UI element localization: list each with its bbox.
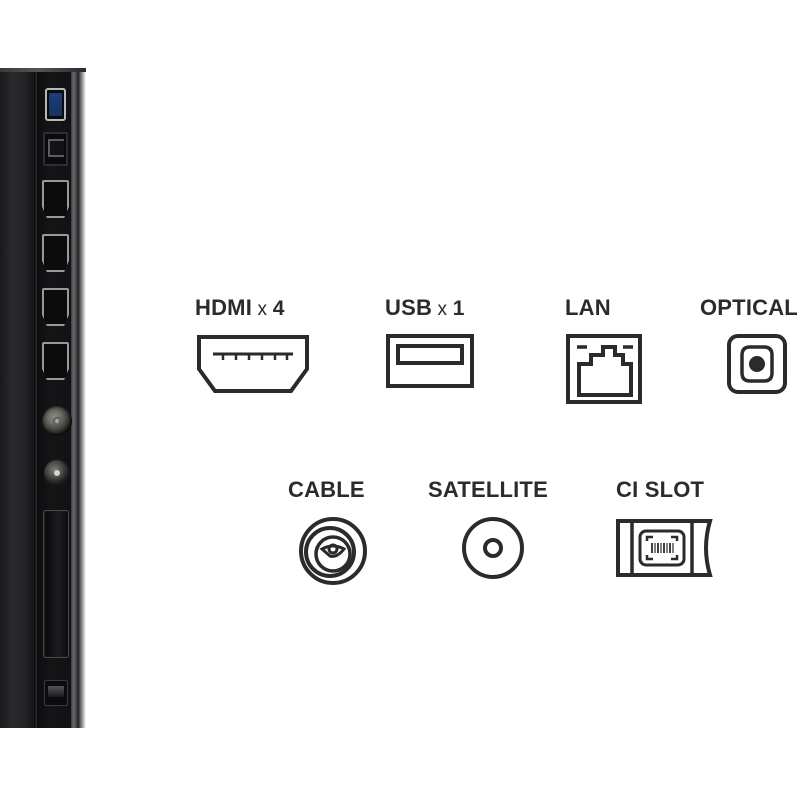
spec-usb-label: USB x 1 xyxy=(385,295,475,320)
lan-port-icon xyxy=(565,333,643,405)
tv-edge-highlight xyxy=(71,68,78,728)
hdmi-port-3 xyxy=(42,288,69,326)
spec-hdmi-count: 4 xyxy=(272,297,285,320)
ci-slot-icon xyxy=(614,515,724,581)
tv-edge-shadow xyxy=(78,68,86,728)
spec-cislot-label: CI SLOT xyxy=(616,477,705,502)
cable-coax-port xyxy=(42,406,72,436)
usb-3-port xyxy=(45,88,66,121)
coax-cable-icon xyxy=(297,515,369,587)
spec-optical-label: OPTICAL xyxy=(700,295,798,320)
optical-port-icon xyxy=(726,333,798,395)
tv-side-port-panel xyxy=(0,68,86,728)
ci-card-slot xyxy=(43,510,69,658)
spec-cable-label: CABLE xyxy=(288,477,365,502)
coax-satellite-icon xyxy=(460,515,548,581)
spec-optical: OPTICAL xyxy=(700,297,798,395)
service-port xyxy=(44,680,68,706)
spec-usb-multiplier: x xyxy=(437,299,448,320)
spec-lan: LAN xyxy=(565,297,643,405)
spec-hdmi-multiplier: x xyxy=(257,299,268,320)
spec-satellite-label: SATELLITE xyxy=(428,477,548,502)
tv-top-cap xyxy=(0,68,86,72)
satellite-coax-port xyxy=(44,460,70,486)
spec-cable: CABLE xyxy=(288,479,369,587)
spec-cislot: CI SLOT xyxy=(616,479,724,581)
hdmi-port-4 xyxy=(42,342,69,380)
hdmi-port-2 xyxy=(42,234,69,272)
tv-bezel-face xyxy=(0,68,34,728)
spec-hdmi-label: HDMI x 4 xyxy=(195,295,311,320)
tv-bezel-seam xyxy=(34,68,37,728)
hdmi-port-1 xyxy=(42,180,69,218)
lan-port xyxy=(43,132,68,166)
spec-usb-label-text: USB xyxy=(385,295,433,320)
spec-hdmi-label-text: HDMI xyxy=(195,295,253,320)
hdmi-port-icon xyxy=(195,333,311,395)
usb-port-icon xyxy=(385,333,475,389)
spec-satellite: SATELLITE xyxy=(428,479,548,581)
spec-lan-label: LAN xyxy=(565,295,611,320)
spec-usb: USB x 1 xyxy=(385,297,475,389)
spec-hdmi: HDMI x 4 xyxy=(195,297,311,395)
spec-usb-count: 1 xyxy=(452,297,465,320)
